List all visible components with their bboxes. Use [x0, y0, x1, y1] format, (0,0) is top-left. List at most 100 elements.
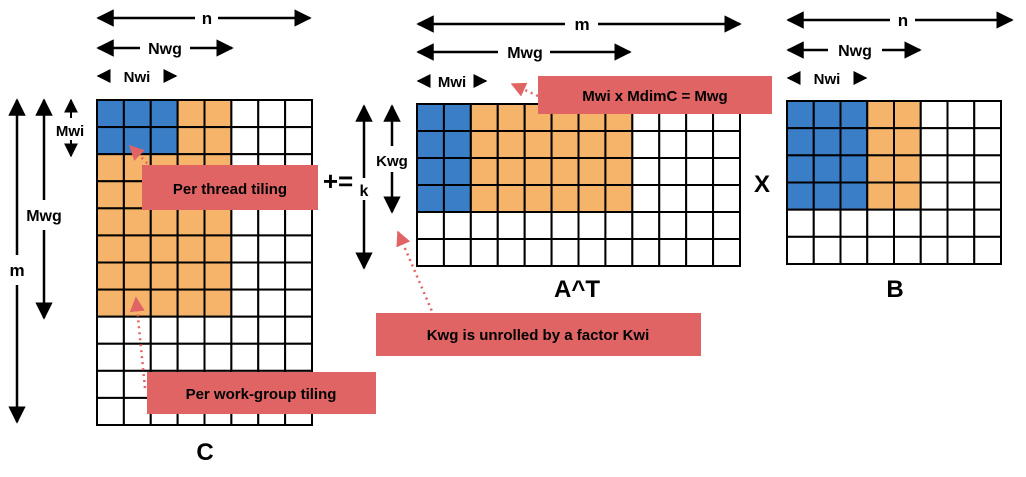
- at-cell-empty: [496, 211, 526, 240]
- per-workgroup-note-text: Per work-group tiling: [186, 386, 337, 403]
- at-mwi-label: Mwi: [438, 74, 466, 91]
- at-cell-orange: [550, 184, 580, 213]
- c-cell-empty: [284, 288, 313, 318]
- multiply-operator: X: [754, 171, 770, 198]
- at-cell-blue: [442, 103, 472, 132]
- b-cell-orange: [893, 127, 922, 157]
- c-cell-orange: [122, 261, 152, 291]
- at-cell-blue: [416, 184, 445, 213]
- c-cell-empty: [176, 315, 206, 345]
- b-cell-empty: [919, 235, 949, 265]
- c-m-dimension: m: [8, 98, 26, 424]
- c-cell-blue: [96, 126, 125, 156]
- c-cell-orange: [176, 288, 206, 318]
- at-cell-empty: [658, 184, 688, 213]
- at-cell-orange: [523, 184, 553, 213]
- c-cell-orange: [203, 207, 233, 237]
- b-cell-blue: [786, 154, 815, 184]
- at-cell-blue: [442, 130, 472, 159]
- b-cell-blue: [839, 154, 869, 184]
- c-cell-empty: [230, 234, 260, 264]
- b-cell-blue: [786, 100, 815, 130]
- c-cell-orange: [176, 207, 206, 237]
- at-cell-empty: [631, 130, 661, 159]
- c-cell-empty: [96, 396, 125, 426]
- at-cell-empty: [658, 211, 688, 240]
- at-mwi-dimension: Mwi: [416, 74, 488, 91]
- at-cell-empty: [469, 211, 499, 240]
- at-cell-empty: [631, 211, 661, 240]
- at-cell-empty: [658, 130, 688, 159]
- b-cell-empty: [893, 208, 922, 238]
- b-cell-empty: [973, 181, 1002, 211]
- c-cell-empty: [257, 207, 287, 237]
- c-cell-orange: [203, 234, 233, 264]
- at-cell-orange: [604, 184, 634, 213]
- c-cell-orange: [96, 288, 125, 318]
- per-workgroup-note-box: [147, 372, 376, 414]
- b-cell-empty: [973, 100, 1002, 130]
- c-cell-empty: [257, 261, 287, 291]
- c-cell-orange: [96, 261, 125, 291]
- c-cell-empty: [257, 99, 287, 129]
- b-cell-blue: [812, 181, 842, 211]
- b-cell-blue: [786, 127, 815, 157]
- c-cell-empty: [230, 342, 260, 372]
- at-cell-empty: [577, 238, 607, 267]
- c-cell-empty: [149, 315, 179, 345]
- c-cell-orange: [203, 99, 233, 129]
- c-cell-empty: [122, 396, 152, 426]
- b-cell-empty: [866, 235, 895, 265]
- c-cell-orange: [122, 207, 152, 237]
- at-cell-orange: [604, 157, 634, 186]
- b-cell-empty: [946, 100, 976, 130]
- at-cell-empty: [577, 211, 607, 240]
- c-mwg-dimension: Mwg: [26, 98, 62, 320]
- c-mwi-dimension: Mwi: [56, 98, 84, 158]
- matrix-a-transpose-title: A^T: [554, 276, 600, 303]
- b-cell-empty: [946, 127, 976, 157]
- at-cell-orange: [496, 130, 526, 159]
- c-cell-empty: [230, 126, 260, 156]
- c-nwg-label: Nwg: [148, 41, 182, 58]
- at-cell-empty: [523, 238, 553, 267]
- c-cell-orange: [176, 99, 206, 129]
- c-cell-empty: [122, 342, 152, 372]
- at-cell-empty: [496, 238, 526, 267]
- mwi-mdimc-note-box: [538, 76, 772, 114]
- at-cell-orange: [469, 184, 499, 213]
- per-workgroup-note: Per work-group tiling: [147, 372, 376, 414]
- at-cell-blue: [442, 184, 472, 213]
- c-cell-empty: [230, 261, 260, 291]
- c-cell-empty: [284, 99, 313, 129]
- c-cell-orange: [122, 234, 152, 264]
- c-mwg-label: Mwg: [26, 208, 62, 225]
- c-cell-empty: [284, 261, 313, 291]
- at-cell-empty: [712, 157, 741, 186]
- b-cell-empty: [973, 154, 1002, 184]
- at-cell-orange: [469, 130, 499, 159]
- b-nwg-dimension: Nwg: [786, 41, 922, 60]
- at-cell-orange: [469, 103, 499, 132]
- c-nwi-label: Nwi: [124, 69, 151, 86]
- at-cell-orange: [577, 184, 607, 213]
- at-cell-blue: [416, 157, 445, 186]
- at-cell-empty: [712, 211, 741, 240]
- at-cell-orange: [496, 184, 526, 213]
- c-cell-empty: [284, 342, 313, 372]
- b-cell-empty: [839, 208, 869, 238]
- c-n-label: n: [202, 9, 212, 28]
- c-cell-empty: [284, 207, 313, 237]
- c-mwi-label: Mwi: [56, 123, 84, 140]
- at-cell-blue: [442, 157, 472, 186]
- at-cell-empty: [550, 238, 580, 267]
- at-cell-empty: [523, 211, 553, 240]
- b-cell-empty: [973, 208, 1002, 238]
- c-cell-empty: [176, 342, 206, 372]
- b-cell-empty: [946, 181, 976, 211]
- b-cell-blue: [812, 100, 842, 130]
- b-cell-orange: [866, 154, 895, 184]
- mwi-mdimc-note: Mwi x MdimC = Mwg: [538, 76, 772, 114]
- b-cell-empty: [786, 235, 815, 265]
- kwg-unrolled-note-box: [376, 313, 701, 356]
